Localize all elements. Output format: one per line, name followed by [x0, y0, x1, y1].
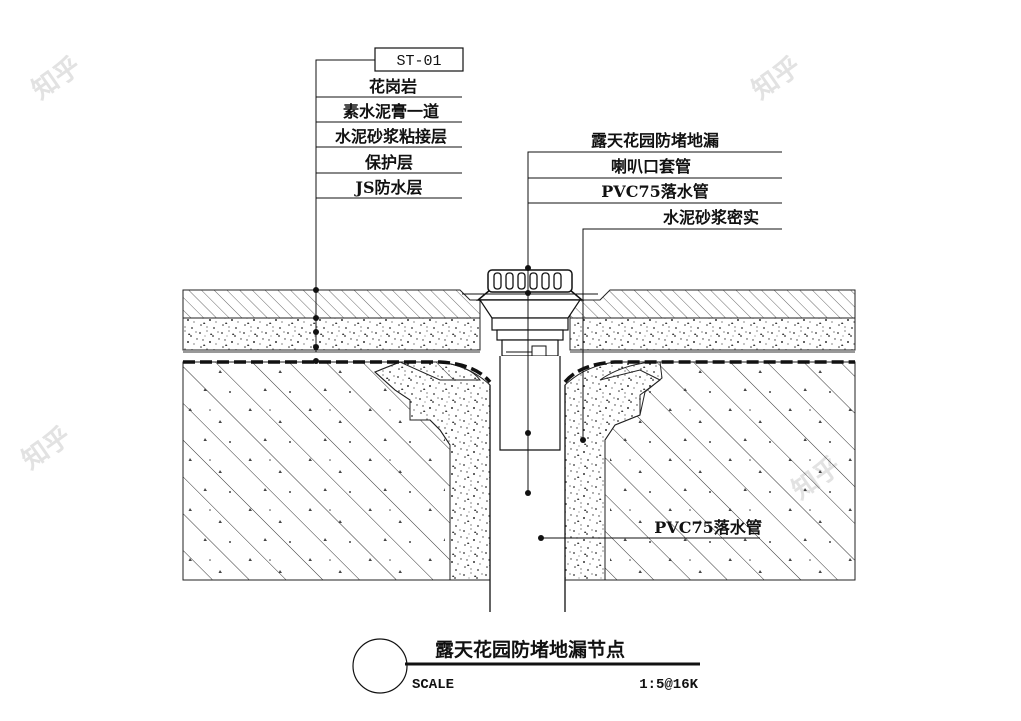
right-leaders	[527, 151, 782, 539]
scale-label: SCALE	[412, 677, 454, 693]
layer-label-js-waterproof: JS防水层	[353, 178, 422, 197]
layer-label-mortar-bond: 水泥砂浆粘接层	[335, 127, 447, 146]
label-pvc75-pipe: PVC75落水管	[601, 182, 708, 201]
title-block: 露天花园防堵地漏节点 SCALE 1:5@16K	[352, 638, 700, 694]
right-labels: 露天花园防堵地漏 喇叭口套管 PVC75落水管 水泥砂浆密实 PVC75落水管	[591, 131, 762, 537]
detail-title: 露天花园防堵地漏节点	[435, 638, 625, 661]
scale-value: 1:5@16K	[639, 677, 698, 693]
waterproof-membrane	[183, 351, 855, 384]
watermark-2: 知乎	[747, 51, 807, 105]
layer-label-protection: 保护层	[364, 153, 413, 172]
left-leader-dots	[313, 287, 319, 364]
label-flared-sleeve: 喇叭口套管	[611, 157, 691, 176]
mortar-layer	[182, 317, 856, 351]
label-mortar-packed: 水泥砂浆密实	[663, 208, 759, 227]
spec-tag-box	[374, 47, 464, 72]
right-leader-dots	[525, 265, 586, 541]
spec-tag: ST-01	[396, 53, 441, 70]
watermark-1: 知乎	[27, 51, 87, 105]
layer-label-granite: 花岗岩	[369, 77, 417, 96]
concrete-slab	[182, 361, 856, 581]
layer-label-cement-paste: 素水泥膏一道	[343, 102, 439, 121]
watermark-3: 知乎	[17, 421, 77, 475]
label-pipe-lower: PVC75落水管	[654, 518, 761, 537]
floor-drain	[462, 269, 598, 451]
drain-pipe	[489, 385, 566, 612]
detail-number-circle	[352, 638, 408, 694]
label-floor-drain: 露天花园防堵地漏	[591, 131, 719, 150]
left-layer-labels: 花岗岩 素水泥膏一道 水泥砂浆粘接层 保护层 JS防水层	[335, 77, 447, 197]
granite-layer	[182, 289, 856, 319]
left-leaders	[315, 59, 462, 352]
